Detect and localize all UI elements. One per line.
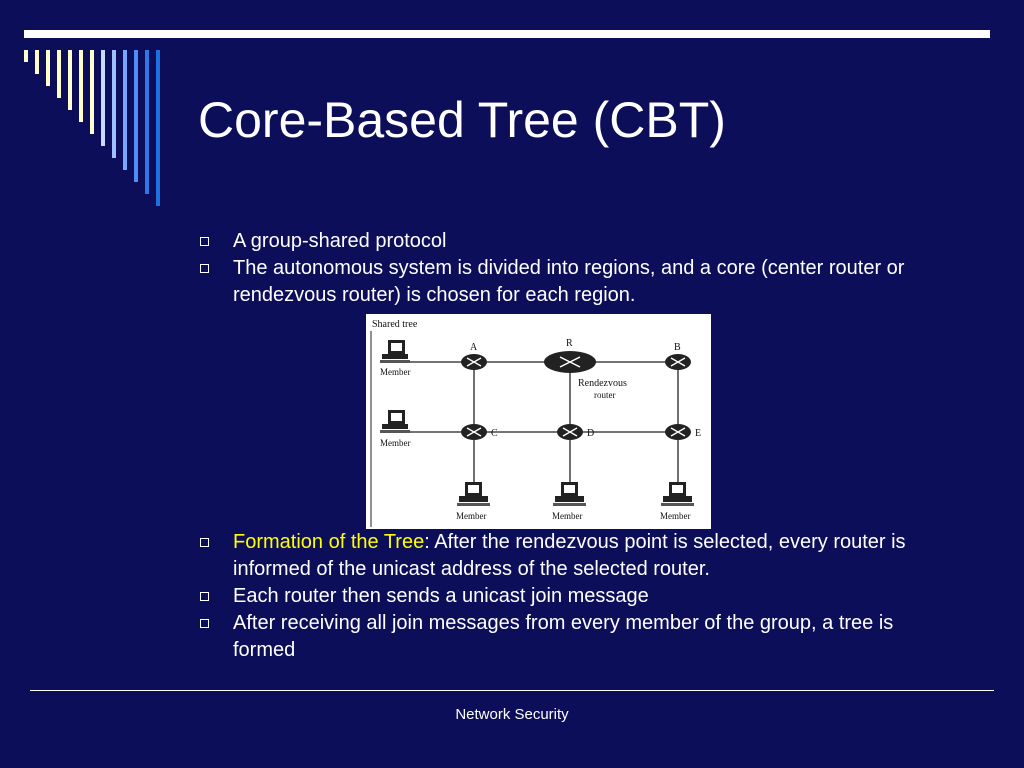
member-computer-icon: Member bbox=[552, 482, 586, 521]
square-bullet-icon bbox=[200, 592, 209, 601]
bullet-text: Formation of the Tree: After the rendezv… bbox=[233, 529, 938, 583]
square-bullet-icon bbox=[200, 538, 209, 547]
bullet-item: After receiving all join messages from e… bbox=[198, 610, 938, 664]
router-label: E bbox=[695, 428, 701, 439]
shared-tree-diagram: Shared tree A R B bbox=[366, 314, 711, 529]
slide-title: Core-Based Tree (CBT) bbox=[198, 92, 726, 148]
router-label: R bbox=[566, 338, 573, 349]
bullet-list-bottom: Formation of the Tree: After the rendezv… bbox=[198, 529, 938, 664]
bullet-list-top: A group-shared protocol The autonomous s… bbox=[198, 228, 938, 309]
bullet-item: Formation of the Tree: After the rendezv… bbox=[198, 529, 938, 583]
router-label: B bbox=[674, 342, 681, 353]
router-B: B bbox=[665, 342, 691, 370]
member-label: Member bbox=[380, 367, 411, 377]
member-computer-icon: Member bbox=[660, 482, 694, 521]
footer-text: Network Security bbox=[455, 706, 569, 723]
tree-links bbox=[414, 361, 679, 490]
figure-caption: Shared tree bbox=[372, 319, 418, 330]
member-computer-icon: Member bbox=[456, 482, 490, 521]
bullet-text: After receiving all join messages from e… bbox=[233, 612, 894, 661]
bullet-item: Each router then sends a unicast join me… bbox=[198, 583, 938, 610]
bullet-text: Each router then sends a unicast join me… bbox=[233, 585, 649, 607]
member-label: Member bbox=[456, 511, 487, 521]
footer-rule bbox=[30, 690, 994, 691]
member-label: Member bbox=[552, 511, 583, 521]
bullet-item: The autonomous system is divided into re… bbox=[198, 255, 938, 309]
bullet-text: The autonomous system is divided into re… bbox=[233, 257, 905, 306]
member-computer-icon: Member bbox=[380, 340, 411, 377]
router-R: R bbox=[544, 338, 596, 373]
router-label: C bbox=[491, 428, 498, 439]
bullet-body-text: : After the rendezvous point is selected… bbox=[233, 531, 906, 580]
router-C: C bbox=[461, 424, 498, 440]
highlight-text: Formation of the Tree bbox=[233, 531, 425, 553]
rendezvous-label-line1: Rendezvous bbox=[578, 378, 627, 389]
router-E: E bbox=[665, 424, 701, 440]
router-label: D bbox=[587, 428, 594, 439]
square-bullet-icon bbox=[200, 619, 209, 628]
member-computer-icon: Member bbox=[380, 410, 411, 448]
square-bullet-icon bbox=[200, 264, 209, 273]
member-label: Member bbox=[660, 511, 691, 521]
top-rule bbox=[24, 30, 990, 38]
decorative-stripes bbox=[24, 50, 174, 210]
member-label: Member bbox=[380, 438, 411, 448]
bullet-text: A group-shared protocol bbox=[233, 230, 447, 252]
router-A: A bbox=[461, 342, 487, 370]
bullet-item: A group-shared protocol bbox=[198, 228, 938, 255]
router-label: A bbox=[470, 342, 478, 353]
rendezvous-label-line2: router bbox=[594, 390, 616, 400]
square-bullet-icon bbox=[200, 237, 209, 246]
router-D: D bbox=[557, 424, 594, 440]
